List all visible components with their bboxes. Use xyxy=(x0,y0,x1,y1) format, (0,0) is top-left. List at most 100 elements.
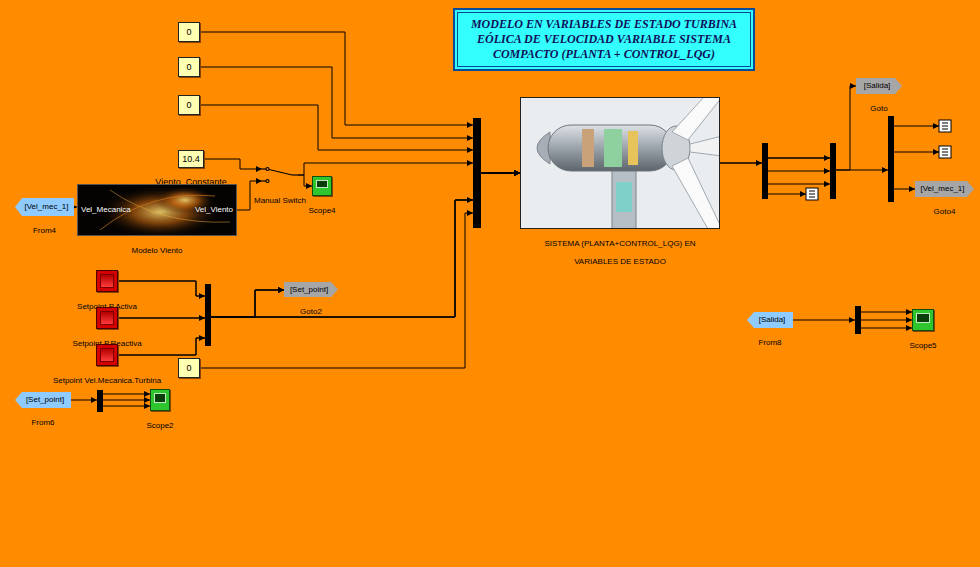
arrow-head xyxy=(278,287,284,293)
caption-holder: Goto2 xyxy=(300,300,322,318)
block-inner: 10.4 xyxy=(178,150,204,168)
block-label: [Set_point] xyxy=(290,285,328,295)
arrow-head xyxy=(909,186,915,192)
caption-holder: Goto xyxy=(870,97,887,115)
signal-line xyxy=(720,158,915,189)
mux-bars xyxy=(97,116,894,412)
from-block: [Set_point]From6 xyxy=(15,392,71,408)
block-shape xyxy=(312,176,332,196)
block-inner xyxy=(150,389,170,411)
block-inner: [Set_point] xyxy=(15,392,71,408)
block-inner: 0 xyxy=(178,358,200,378)
block-inner: [Salida] xyxy=(747,312,793,328)
arrow-head xyxy=(850,83,856,89)
block-caption: Scope4 xyxy=(308,206,335,215)
block-label: Vel_Mecanica xyxy=(81,205,131,215)
turbine-picture xyxy=(520,97,720,229)
block-caption: Scope5 xyxy=(909,341,936,350)
block-caption: SISTEMA (PLANTA+CONTROL_LQG) EN VARIABLE… xyxy=(544,239,695,266)
constant-block: 0 xyxy=(178,95,200,115)
goto-block: [Salida]Goto xyxy=(856,78,902,94)
signal-line xyxy=(200,67,520,173)
block-label: Vel_Viento xyxy=(195,205,233,215)
title-text: MODELO EN VARIABLES DE ESTADO TURBINA EÓ… xyxy=(463,17,745,62)
arrow-head xyxy=(278,287,284,293)
block-label: 0 xyxy=(186,62,191,72)
manual-switch: Manual Switch xyxy=(262,164,298,186)
signal-line xyxy=(237,181,262,210)
block-caption: Scope2 xyxy=(146,421,173,430)
setpoint-block: Setpoint P.Activa xyxy=(96,270,118,292)
signal-line xyxy=(71,400,150,401)
block-label: 0 xyxy=(186,100,191,110)
caption-holder: Setpoint Vel.Mecanica.Turbina xyxy=(53,369,161,387)
block-label: [Vel_mec_1] xyxy=(24,202,68,212)
block-label: 0 xyxy=(186,27,191,37)
block-shape xyxy=(520,97,720,229)
block-label: 10.4 xyxy=(182,154,200,164)
arrow-head xyxy=(256,166,262,172)
block-inner: 0 xyxy=(178,57,200,77)
block-inner xyxy=(96,270,118,292)
constant-block: 0 xyxy=(178,358,200,378)
block-inner: [Set_point] xyxy=(284,282,338,297)
signal-line xyxy=(118,173,520,355)
block-caption: Manual Switch xyxy=(254,196,306,205)
from-block: [Vel_mec_1]From4 xyxy=(15,198,74,216)
block-inner: Vel_Mecanica Vel_Viento xyxy=(77,184,237,236)
manual-switch-symbol xyxy=(262,168,298,183)
setpoint-block: Setpoint Vel.Mecanica.Turbina xyxy=(96,344,118,366)
block-inner: [Vel_mec_1] xyxy=(915,181,974,197)
arrow-head xyxy=(256,178,262,184)
port-arrows xyxy=(91,122,939,409)
block-label: [Salida] xyxy=(864,81,891,91)
signal-line xyxy=(118,173,520,318)
constant-block: 0 xyxy=(178,22,200,42)
goto-block: [Vel_mec_1]Goto4 xyxy=(915,181,974,197)
block-caption: Setpoint Vel.Mecanica.Turbina xyxy=(53,376,161,385)
scope-block: Scope5 xyxy=(912,309,934,331)
block-caption: From6 xyxy=(31,418,54,427)
caption-holder: Goto4 xyxy=(934,200,956,218)
block-shape xyxy=(96,344,118,366)
title-box: MODELO EN VARIABLES DE ESTADO TURBINA EÓ… xyxy=(453,8,755,71)
block-shape xyxy=(96,307,118,329)
block-caption: Goto4 xyxy=(934,207,956,216)
caption-holder: Modelo Viento xyxy=(132,239,183,257)
signal-line xyxy=(118,290,284,318)
signal-line xyxy=(204,159,262,169)
caption-holder: From8 xyxy=(758,331,781,349)
setpoint-block: Setpoint P.Reactiva xyxy=(96,307,118,329)
system-block: SISTEMA (PLANTA+CONTROL_LQG) EN VARIABLE… xyxy=(520,97,720,229)
signal-line xyxy=(118,290,284,355)
block-inner xyxy=(96,344,118,366)
scope-block: Scope2 xyxy=(150,389,170,411)
from-block: [Salida]From8 xyxy=(747,312,793,328)
block-label: [Vel_mec_1] xyxy=(920,184,964,194)
signal-line xyxy=(118,173,520,317)
arrow-head xyxy=(278,287,284,293)
bus-wires xyxy=(103,126,939,406)
subsystem-block: Vel_MecanicaVel_VientoModelo Viento xyxy=(77,184,237,236)
block-shape xyxy=(150,389,170,411)
signal-line xyxy=(118,281,284,317)
scope-block: Scope4 xyxy=(312,176,332,196)
caption-holder: SISTEMA (PLANTA+CONTROL_LQG) EN VARIABLE… xyxy=(543,232,698,268)
caption-holder: From4 xyxy=(33,219,56,237)
caption-holder: Viento_Constante xyxy=(155,171,226,189)
block-inner xyxy=(262,164,298,186)
block-inner: [Salida] xyxy=(856,78,902,94)
block-inner xyxy=(912,309,934,331)
block-caption: Viento_Constante xyxy=(155,177,226,187)
signal-line xyxy=(200,173,520,368)
caption-holder: Manual Switch xyxy=(254,189,306,207)
constant-block: 0 xyxy=(178,57,200,77)
block-label: [Set_point] xyxy=(26,395,64,405)
caption-holder: Scope2 xyxy=(146,414,173,432)
caption-holder: Scope5 xyxy=(909,334,936,352)
block-caption: Goto2 xyxy=(300,307,322,316)
block-inner xyxy=(312,176,332,196)
signal-line xyxy=(298,175,312,186)
